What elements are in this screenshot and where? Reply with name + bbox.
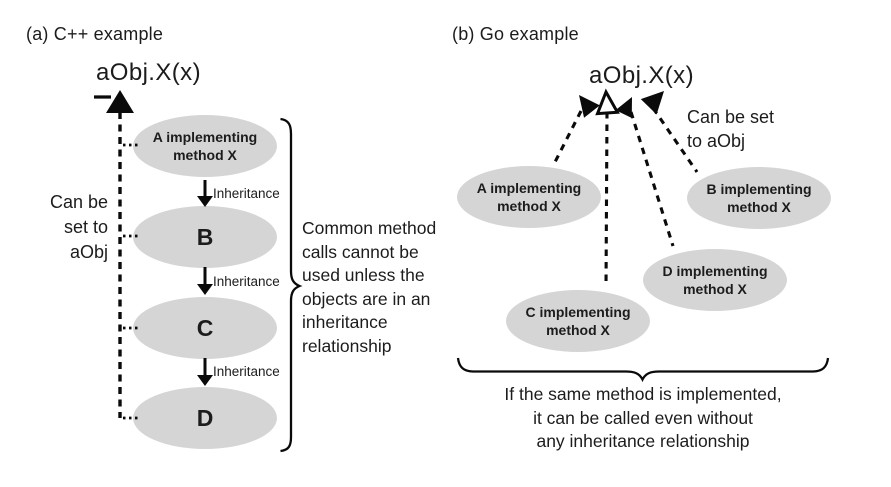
- node-c-go-label: method X: [546, 322, 610, 338]
- node-c-go: C implementing method X: [506, 290, 650, 352]
- node-b-cpp-label: B: [196, 223, 214, 250]
- dashed-line-to-a-go: [551, 110, 583, 167]
- side-note-go-line: to aObj: [687, 130, 746, 151]
- inheritance-label-1: Inheritance: [213, 186, 280, 201]
- side-note-go-line: Can be set: [687, 107, 775, 127]
- brace-cpp-group: [280, 117, 303, 453]
- brace-note-cpp-line: used unless the: [302, 265, 425, 285]
- brace-note-cpp-line: Common method: [302, 218, 437, 238]
- inheritance-label-2: Inheritance: [213, 274, 280, 289]
- panel-a-title: (a) C++ example: [26, 24, 164, 44]
- node-b-go-label: method X: [727, 199, 791, 215]
- node-b-cpp: B: [133, 206, 277, 268]
- inheritance-arrowhead-3: [197, 375, 213, 386]
- node-a-go: A implementing method X: [457, 166, 601, 228]
- node-d-cpp: D: [133, 387, 277, 449]
- caption-go-line: it can be called even without: [533, 407, 753, 428]
- node-d-go: D implementing method X: [643, 249, 787, 311]
- call-expression-cpp: aObj.X(x): [96, 59, 201, 86]
- node-a-cpp-label: method X: [173, 147, 237, 163]
- brace-note-cpp-line: inheritance: [302, 312, 388, 332]
- node-c-cpp: C: [133, 297, 277, 359]
- brace-note-cpp-line: objects are in an: [302, 288, 431, 309]
- side-note-cpp-line: set to: [63, 217, 108, 237]
- caption-go: If the same method is implemented, it ca…: [438, 383, 848, 454]
- brace-note-cpp-line: relationship: [302, 335, 392, 356]
- node-d-cpp-label: D: [196, 404, 214, 431]
- inheritance-arrowhead-2: [197, 284, 213, 295]
- node-c-go-label: C implementing: [525, 304, 631, 320]
- brace-go-group: [456, 357, 830, 383]
- caption-go-line: If the same method is implemented,: [504, 384, 782, 404]
- node-d-go-label: D implementing: [662, 263, 768, 279]
- arrowhead-from-a: [579, 95, 600, 118]
- side-note-cpp-line: Can be: [49, 192, 108, 212]
- node-b-go: B implementing method X: [687, 167, 831, 229]
- node-a-cpp-label: A implementing: [152, 129, 258, 145]
- node-c-cpp-label: C: [196, 314, 214, 341]
- side-note-cpp: Can be set to aObj: [28, 190, 108, 265]
- brace-note-cpp-line: calls cannot be: [302, 241, 419, 262]
- side-note-cpp-line: aObj: [69, 242, 108, 262]
- panel-b-title: (b) Go example: [452, 24, 579, 44]
- node-a-cpp: A implementing method X: [133, 115, 277, 177]
- brace-note-cpp: Common method calls cannot be used unles…: [302, 217, 462, 358]
- side-note-go: Can be set to aObj: [687, 106, 774, 153]
- node-b-go-label: B implementing: [706, 181, 812, 197]
- call-expression-go: aObj.X(x): [589, 62, 694, 89]
- dashed-line-to-c-go: [604, 111, 609, 288]
- node-d-go-label: method X: [683, 281, 747, 297]
- arrowhead-from-c: [595, 88, 620, 116]
- node-a-go-label: A implementing: [476, 180, 582, 196]
- node-a-go-label: method X: [497, 198, 561, 214]
- caption-go-line: any inheritance relationship: [536, 431, 750, 451]
- up-arrowhead-cpp: [106, 90, 134, 113]
- dashed-ticks-cpp: [123, 143, 138, 420]
- arrowhead-from-d: [615, 97, 632, 119]
- inheritance-label-3: Inheritance: [213, 364, 280, 379]
- dashed-line-to-d-go: [629, 111, 675, 247]
